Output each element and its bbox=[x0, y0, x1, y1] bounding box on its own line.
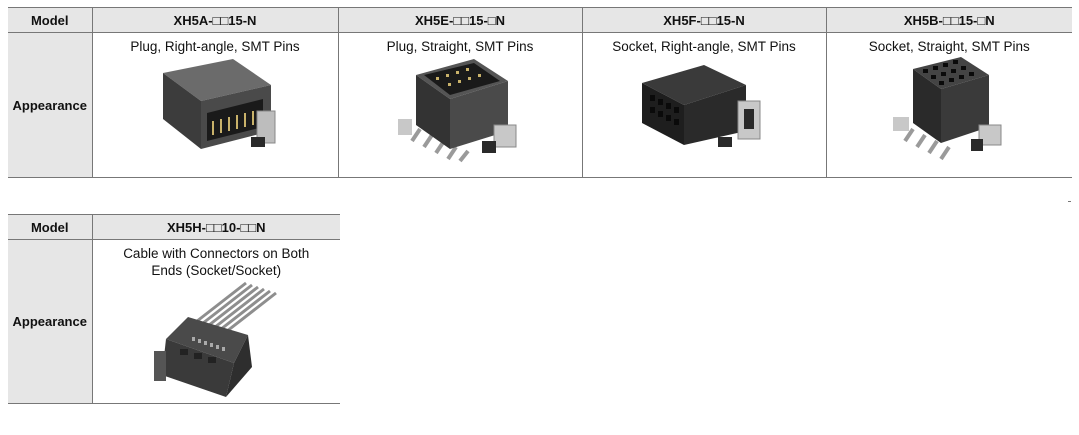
product-cell-xh5f: Socket, Right-angle, SMT Pins bbox=[581, 32, 826, 178]
cable-assembly-icon bbox=[154, 281, 278, 397]
models-table-1: Model XH5A-□□15-N XH5E-□□15-□N XH5F-□□15… bbox=[8, 7, 1072, 178]
product-cell-xh5a: Plug, Right-angle, SMT Pins bbox=[91, 32, 338, 178]
model-label: Model bbox=[8, 214, 92, 240]
product-cell-xh5b: Socket, Straight, SMT Pins bbox=[825, 32, 1072, 178]
product-desc: Cable with Connectors on Both Ends (Sock… bbox=[123, 246, 310, 278]
product-desc: Plug, Right-angle, SMT Pins bbox=[130, 39, 300, 54]
appearance-label: Appearance bbox=[8, 239, 92, 404]
model-label: Model bbox=[8, 7, 92, 33]
model-xh5a: XH5A-□□15-N bbox=[91, 7, 338, 33]
page-mark bbox=[1068, 201, 1071, 202]
models-table-2: Model XH5H-□□10-□□N Appearance Cable wit… bbox=[8, 214, 340, 404]
model-xh5b: XH5B-□□15-□N bbox=[825, 7, 1072, 33]
appearance-label: Appearance bbox=[8, 32, 92, 178]
appearance-row: Appearance Cable with Connectors on Both… bbox=[8, 239, 340, 404]
socket-straight-connector-icon bbox=[893, 57, 1002, 161]
product-desc: Socket, Straight, SMT Pins bbox=[868, 39, 1030, 54]
appearance-row: Appearance Plug, Right-angle, SMT Pins bbox=[8, 32, 1072, 178]
model-xh5e: XH5E-□□15-□N bbox=[337, 7, 582, 33]
product-cell-xh5h: Cable with Connectors on Both Ends (Sock… bbox=[91, 239, 340, 404]
header-row: Model XH5H-□□10-□□N bbox=[8, 214, 340, 240]
socket-right-angle-connector-icon bbox=[642, 65, 761, 147]
plug-straight-connector-icon bbox=[398, 59, 517, 163]
header-row: Model XH5A-□□15-N XH5E-□□15-□N XH5F-□□15… bbox=[8, 7, 1072, 33]
product-cell-xh5e: Plug, Straight, SMT Pins bbox=[337, 32, 582, 178]
model-xh5h: XH5H-□□10-□□N bbox=[91, 214, 340, 240]
product-desc: Socket, Right-angle, SMT Pins bbox=[612, 39, 796, 54]
product-desc: Plug, Straight, SMT Pins bbox=[386, 39, 534, 54]
plug-right-angle-connector-icon bbox=[163, 59, 276, 149]
model-xh5f: XH5F-□□15-N bbox=[581, 7, 826, 33]
